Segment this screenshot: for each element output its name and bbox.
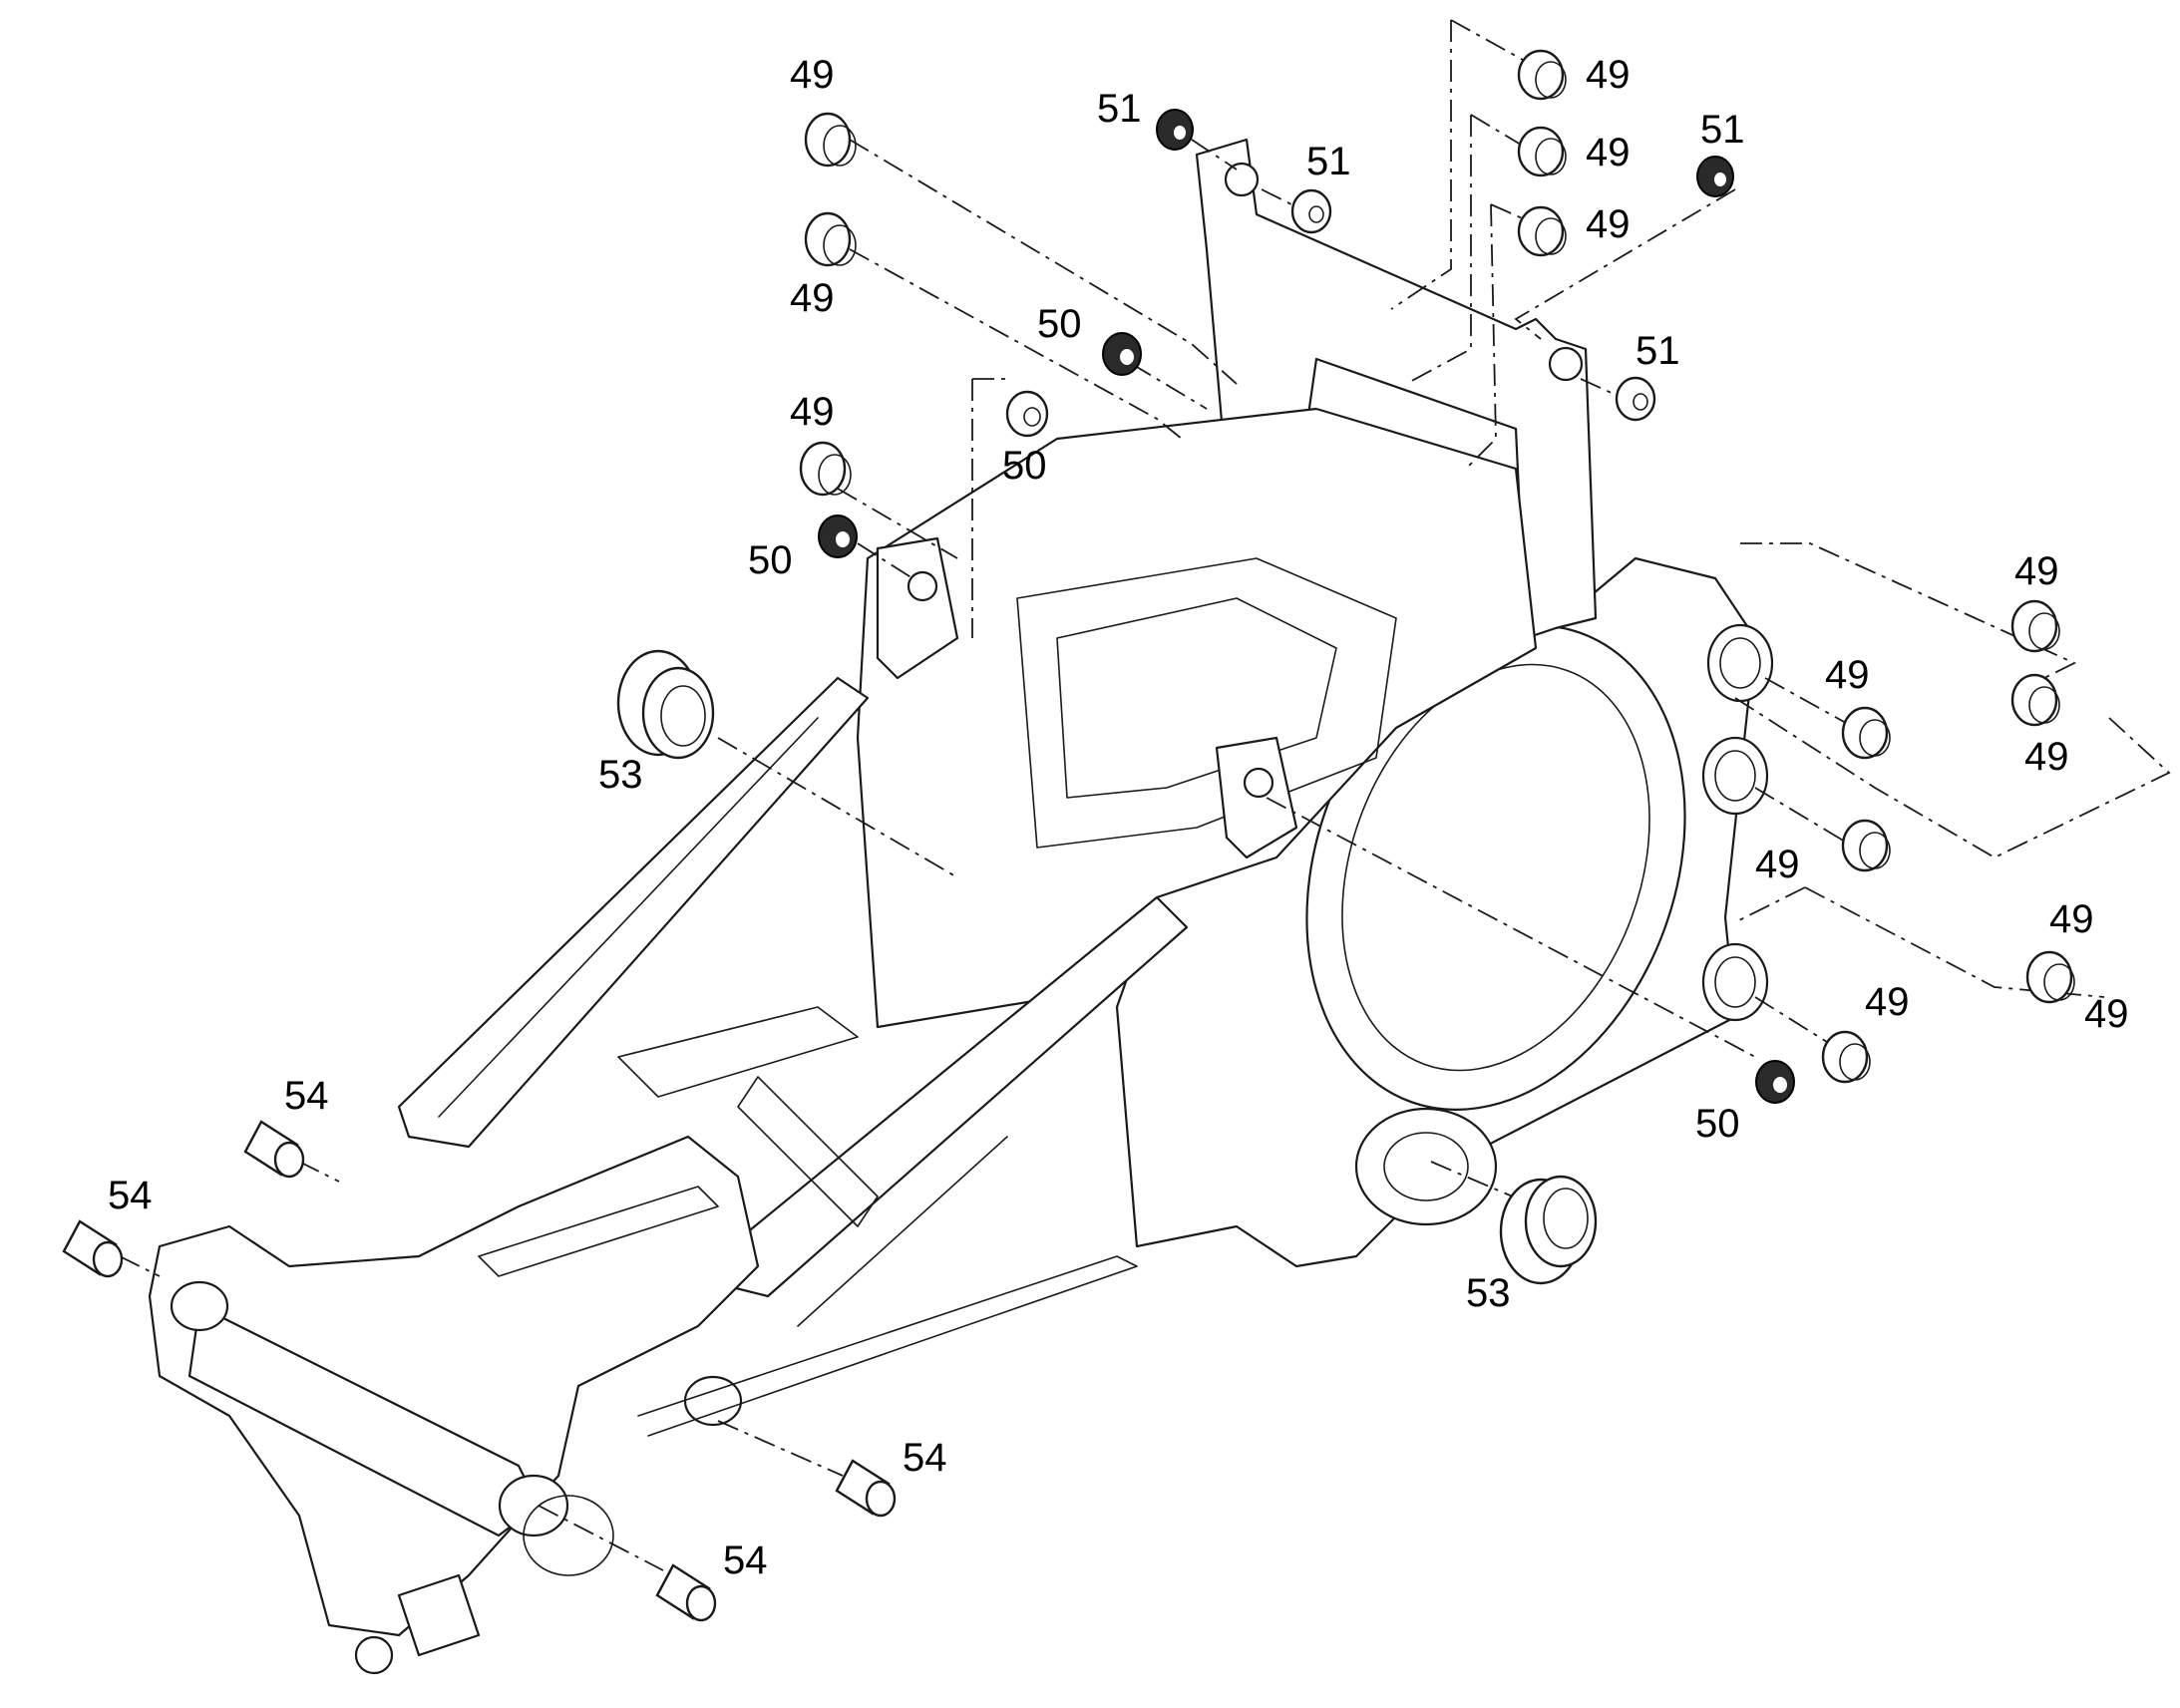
bushing-icon [1841, 706, 1891, 760]
callout-label: 49 [790, 53, 835, 97]
callout-label: 49 [1586, 202, 1631, 246]
bushing-icon [804, 112, 857, 168]
callout-label: 49 [1825, 653, 1870, 697]
callout-label: 53 [1466, 1271, 1511, 1315]
callout-label: 53 [598, 753, 643, 797]
mast-pivot-right [1548, 346, 1584, 382]
ring-gear-inner [1341, 663, 1650, 1072]
callout-label: 51 [1097, 87, 1142, 131]
sleeve-icon [62, 1219, 124, 1278]
leader-lines [119, 19, 2171, 1571]
front-right-eye [498, 1474, 569, 1537]
seal-ring-icon [1755, 1060, 1795, 1104]
bushing-icon [1841, 819, 1891, 872]
centre-tub [856, 407, 1538, 1029]
seal-ring-icon [1290, 188, 1332, 234]
sleeve-icon [835, 1459, 897, 1518]
callout-label: 49 [790, 390, 835, 434]
sleeve-icon [655, 1563, 717, 1622]
front-hitch [397, 1573, 481, 1657]
sleeve-icon [243, 1120, 305, 1179]
callout-label: 51 [1635, 329, 1680, 373]
callout-label: 49 [2049, 897, 2094, 941]
callout-label: 50 [1037, 302, 1082, 346]
flanged-bearing-icon [616, 649, 715, 760]
left-pivot-tower [876, 536, 959, 680]
callout-label: 49 [790, 276, 835, 320]
callout-label: 50 [1695, 1102, 1740, 1146]
ring-gear-flange [1305, 624, 1686, 1111]
callout-label: 49 [1865, 980, 1910, 1024]
callout-label: 49 [2014, 549, 2059, 593]
bushing-icon [2025, 950, 2075, 1004]
bore-upper [1706, 623, 1774, 703]
bushing-icon [1517, 49, 1567, 101]
seal-ring-icon [1156, 109, 1194, 151]
bushing-icon [1821, 1030, 1871, 1084]
callout-label: 49 [2084, 992, 2129, 1036]
callout-labels: 49 49 49 49 49 49 49 49 49 49 49 49 49 5… [108, 53, 2129, 1582]
seal-ring-icon [1696, 156, 1734, 197]
bore-lower [1701, 942, 1769, 1022]
right-lower-rail [716, 895, 1189, 1298]
seal-ring-icon [1005, 390, 1049, 438]
bushing-icon [804, 211, 857, 267]
callout-label: 49 [2024, 735, 2069, 779]
callout-label: 49 [1586, 53, 1631, 97]
callout-label: 54 [284, 1074, 329, 1118]
bushing-icon [2010, 599, 2060, 653]
callout-label: 50 [748, 538, 793, 582]
lower-pan [637, 1255, 1138, 1437]
front-left-eye [170, 1280, 229, 1332]
callout-label: 51 [1700, 108, 1745, 152]
bushing-icon [1517, 205, 1567, 257]
centre-pivot-tower [1215, 736, 1298, 859]
bushing-icon [1517, 126, 1567, 177]
chassis-frame [148, 138, 1774, 1675]
seal-ring-icon [1615, 376, 1656, 422]
callout-label: 54 [108, 1174, 153, 1217]
callout-label: 49 [1586, 131, 1631, 174]
seal-ring-icon [818, 514, 858, 558]
callout-label: 50 [1002, 444, 1047, 488]
bushing-icon [799, 441, 852, 497]
bushing-icon [2010, 673, 2060, 727]
front-end-assembly [148, 1135, 760, 1637]
callout-label: 54 [903, 1436, 947, 1480]
seal-ring-icon [1102, 332, 1142, 376]
bore-middle [1701, 736, 1769, 816]
callout-label: 49 [1755, 843, 1800, 886]
parts [62, 49, 2075, 1622]
callout-label: 51 [1306, 140, 1351, 183]
mast-pivot-left [1224, 162, 1260, 197]
callout-label: 54 [723, 1538, 768, 1582]
lower-pivot-boss [1354, 1107, 1498, 1226]
flanged-bearing-icon [1499, 1175, 1598, 1285]
